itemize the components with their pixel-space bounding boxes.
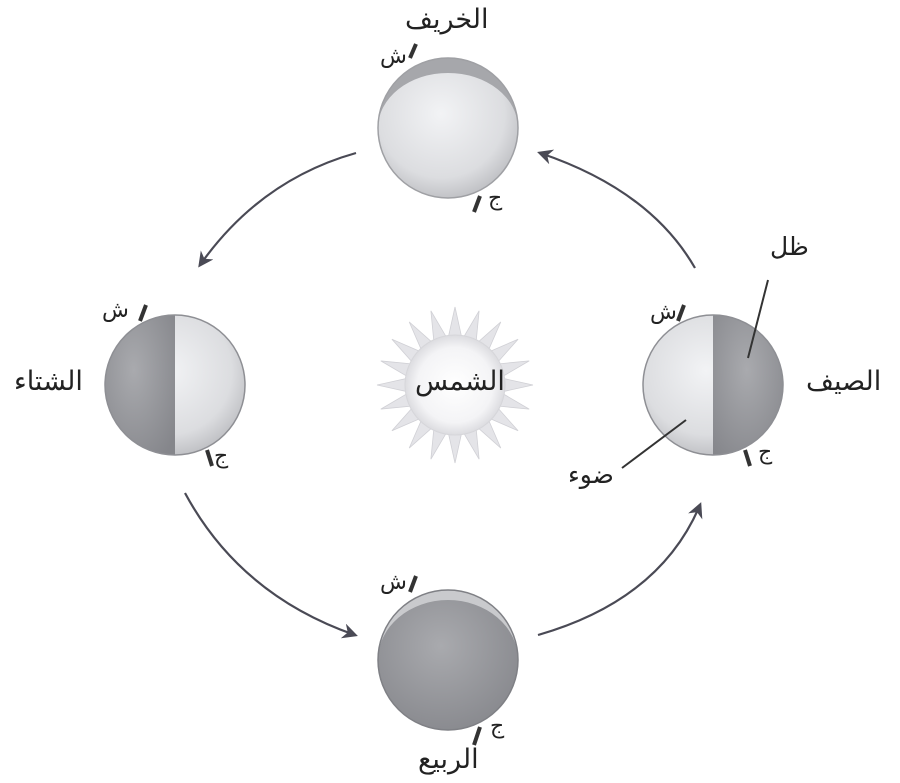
axis-north-spring [410,576,416,592]
axis-south-summer [745,450,750,466]
label-sun: الشمس [415,366,505,397]
orbit-arrow-autumn-to-winter [200,153,356,265]
south-label-autumn: ج [488,186,502,211]
south-label-spring: ج [490,714,504,739]
label-winter: الشتاء [14,366,83,397]
orbit-arrow-winter-to-spring [185,493,355,635]
label-spring: الربيع [418,744,479,775]
earth-winter [100,305,245,466]
axis-north-winter [140,305,146,321]
south-label-winter: ج [214,444,228,469]
north-label-spring: ش [380,570,407,595]
axis-south-spring [474,727,480,745]
north-label-autumn: ش [380,44,407,69]
axis-south-winter [207,450,212,466]
south-label-summer: ج [758,440,772,465]
axis-north-autumn [410,44,416,58]
shadow-label: ظل [770,232,809,261]
north-label-summer: ش [650,300,677,325]
axis-north-summer [678,305,684,321]
north-label-winter: ش [102,298,129,323]
label-autumn: الخريف [405,4,489,35]
orbit-arrow-spring-to-summer [538,505,700,635]
orbit-arrow-summer-to-autumn [540,153,695,268]
label-summer: الصيف [806,366,881,397]
light-label: ضوء [568,460,614,489]
axis-south-autumn [474,196,480,212]
